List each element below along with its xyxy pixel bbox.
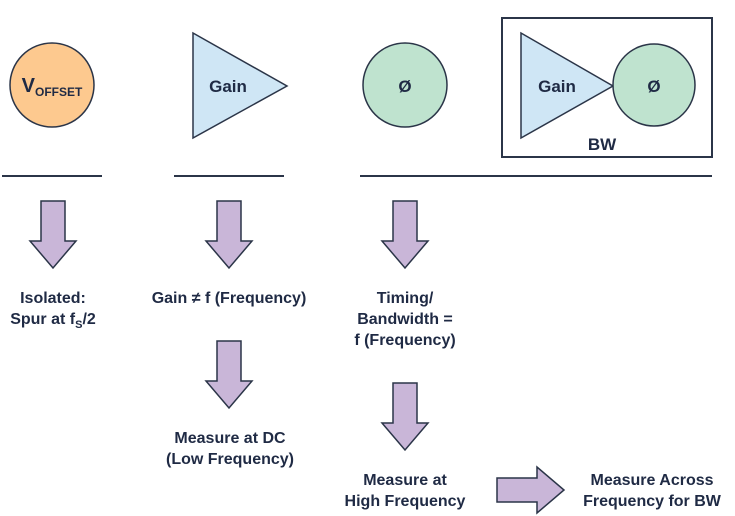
phase-label: Ø xyxy=(398,77,411,96)
timing-line2: Bandwidth = xyxy=(357,311,453,328)
down-arrow-gain xyxy=(204,200,254,270)
isolated-line2-prefix: Spur at f xyxy=(10,311,76,328)
isolated-label: Isolated: Spur at fS/2 xyxy=(0,288,106,336)
down-arrow-timing xyxy=(380,200,430,270)
measure-across-line1: Measure Across xyxy=(590,472,714,489)
bw-box xyxy=(501,17,713,158)
gain-triangle xyxy=(192,31,289,140)
isolated-line2-suffix: /2 xyxy=(82,311,96,328)
voffset-label: VOFFSET xyxy=(22,75,83,99)
isolated-line1: Isolated: xyxy=(20,290,86,307)
measure-across-line2: Frequency for BW xyxy=(583,493,721,510)
isolated-line2-sub: S xyxy=(75,319,83,332)
combo-gain-triangle xyxy=(520,31,615,140)
voffset-circle xyxy=(9,42,95,128)
combo-phase-circle xyxy=(612,43,696,127)
voffset-main: V xyxy=(22,75,36,97)
right-arrow-across xyxy=(496,465,566,515)
timing-label: Timing/ Bandwidth = f (Frequency) xyxy=(335,288,475,351)
gain-frequency-label: Gain ≠ f (Frequency) xyxy=(128,288,330,309)
measure-high-line1: Measure at xyxy=(363,472,447,489)
timing-line1: Timing/ xyxy=(376,290,434,307)
gain-frequency-text: Gain ≠ f (Frequency) xyxy=(151,290,307,307)
combo-gain-label: Gain xyxy=(538,77,576,96)
bw-caption: BW xyxy=(588,135,617,154)
combo-phase-label: Ø xyxy=(647,77,660,96)
down-arrow-timing-second xyxy=(380,382,430,452)
measure-high-line2: High Frequency xyxy=(344,493,466,510)
measure-high-label: Measure at High Frequency xyxy=(330,470,480,512)
isolated-line2: Spur at fS/2 xyxy=(0,309,106,336)
timing-line3: f (Frequency) xyxy=(354,332,456,349)
measure-dc-label: Measure at DC (Low Frequency) xyxy=(150,428,310,470)
gain-label: Gain xyxy=(209,77,247,96)
measure-dc-line2: (Low Frequency) xyxy=(165,451,294,468)
voffset-sub: OFFSET xyxy=(35,85,83,99)
down-arrow-offset xyxy=(28,200,78,270)
down-arrow-gain-second xyxy=(204,340,254,410)
measure-dc-line1: Measure at DC xyxy=(174,430,286,447)
measure-across-label: Measure Across Frequency for BW xyxy=(572,470,732,512)
phase-circle xyxy=(362,42,448,128)
